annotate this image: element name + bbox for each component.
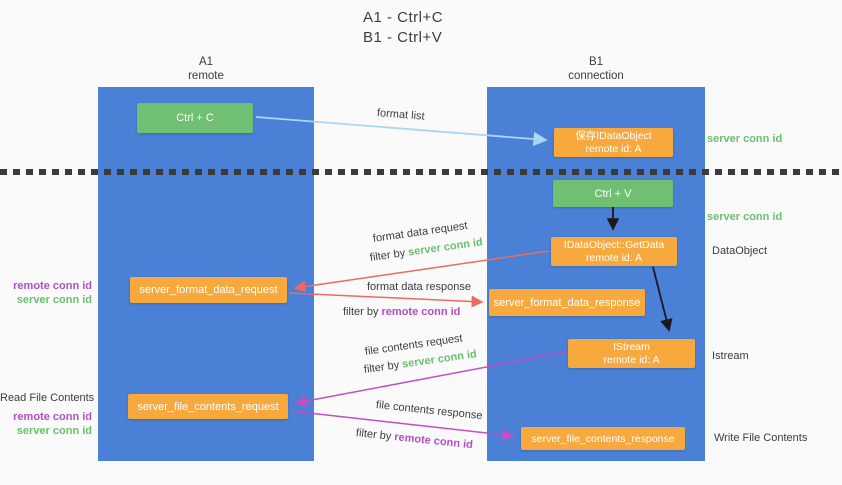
ctrl-c-box: Ctrl + C <box>137 103 253 133</box>
diagram-title: A1 - Ctrl+C B1 - Ctrl+V <box>363 8 443 48</box>
save-idataobject-remote-id: remote id: A <box>585 142 642 155</box>
istream-remote-id: remote id: A <box>603 353 660 366</box>
arrow-format-data-request <box>293 250 550 293</box>
remote-conn-id-text: remote conn id <box>381 306 461 318</box>
write-file-contents-label: Write File Contents <box>714 432 808 444</box>
dotted-separator-line <box>0 169 842 175</box>
left-column-subtitle: remote <box>188 70 224 82</box>
server-format-data-request-label: server_format_data_request <box>139 284 278 296</box>
read-file-contents-label: Read File Contents <box>0 392 95 404</box>
left-conn-id-group-2: remote conn id server conn id <box>0 410 92 438</box>
arrow-format-list <box>255 116 548 147</box>
save-idataobject-box: 保存IDataObject remote id: A <box>554 128 673 157</box>
ctrl-c-label: Ctrl + C <box>176 112 214 124</box>
getdata-title: IDataObject::GetData <box>563 238 665 251</box>
arrow-file-contents-response <box>290 410 515 441</box>
left-column-header: A1 remote <box>98 55 314 83</box>
left-column-name: A1 <box>198 56 214 68</box>
server-format-data-response-label: server_format_data_response <box>493 296 641 309</box>
dataobject-label: DataObject <box>712 245 768 257</box>
save-idataobject-title: 保存IDataObject <box>575 129 652 142</box>
istream-title: IStream <box>613 340 650 353</box>
server-conn-id-right-top-label: server conn id <box>707 133 783 145</box>
server-file-contents-response-box: server_file_contents_response <box>521 427 685 450</box>
remote-conn-id-left-1: remote conn id <box>13 280 92 292</box>
server-file-contents-request-label: server_file_contents_request <box>137 400 279 413</box>
right-column-header: B1 connection <box>487 55 705 83</box>
getdata-box: IDataObject::GetData remote id: A <box>551 237 677 266</box>
server-conn-id-right-mid-label: server conn id <box>707 211 783 223</box>
right-column-subtitle: connection <box>568 70 624 82</box>
server-file-contents-request-box: server_file_contents_request <box>128 394 288 419</box>
filter-by-text: filter by <box>343 306 379 318</box>
format-data-response-label: format data response <box>367 281 471 293</box>
arrow-file-contents-request <box>294 351 567 407</box>
title-line-1: A1 - Ctrl+C <box>363 9 444 26</box>
server-file-contents-response-label: server_file_contents_response <box>531 432 675 445</box>
server-format-data-request-box: server_format_data_request <box>130 277 287 303</box>
getdata-remote-id: remote id: A <box>585 251 643 264</box>
server-conn-id-left-1: server conn id <box>16 294 92 306</box>
remote-conn-id-left-2: remote conn id <box>13 411 92 423</box>
istream-box: IStream remote id: A <box>568 339 695 368</box>
ctrl-v-box: Ctrl + V <box>553 180 673 207</box>
server-format-data-response-box: server_format_data_response <box>489 289 645 316</box>
server-conn-id-left-2: server conn id <box>16 425 92 437</box>
istream-side-label: Istream <box>712 350 749 362</box>
left-conn-id-group-1: remote conn id server conn id <box>0 279 92 307</box>
format-data-response-filter-label: filter by remote conn id <box>343 306 460 318</box>
right-column-name: B1 <box>588 56 604 68</box>
ctrl-v-label: Ctrl + V <box>594 187 632 200</box>
arrow-getdata-to-istream <box>652 266 673 332</box>
arrow-format-data-response <box>288 292 484 308</box>
title-line-2: B1 - Ctrl+V <box>363 29 443 46</box>
